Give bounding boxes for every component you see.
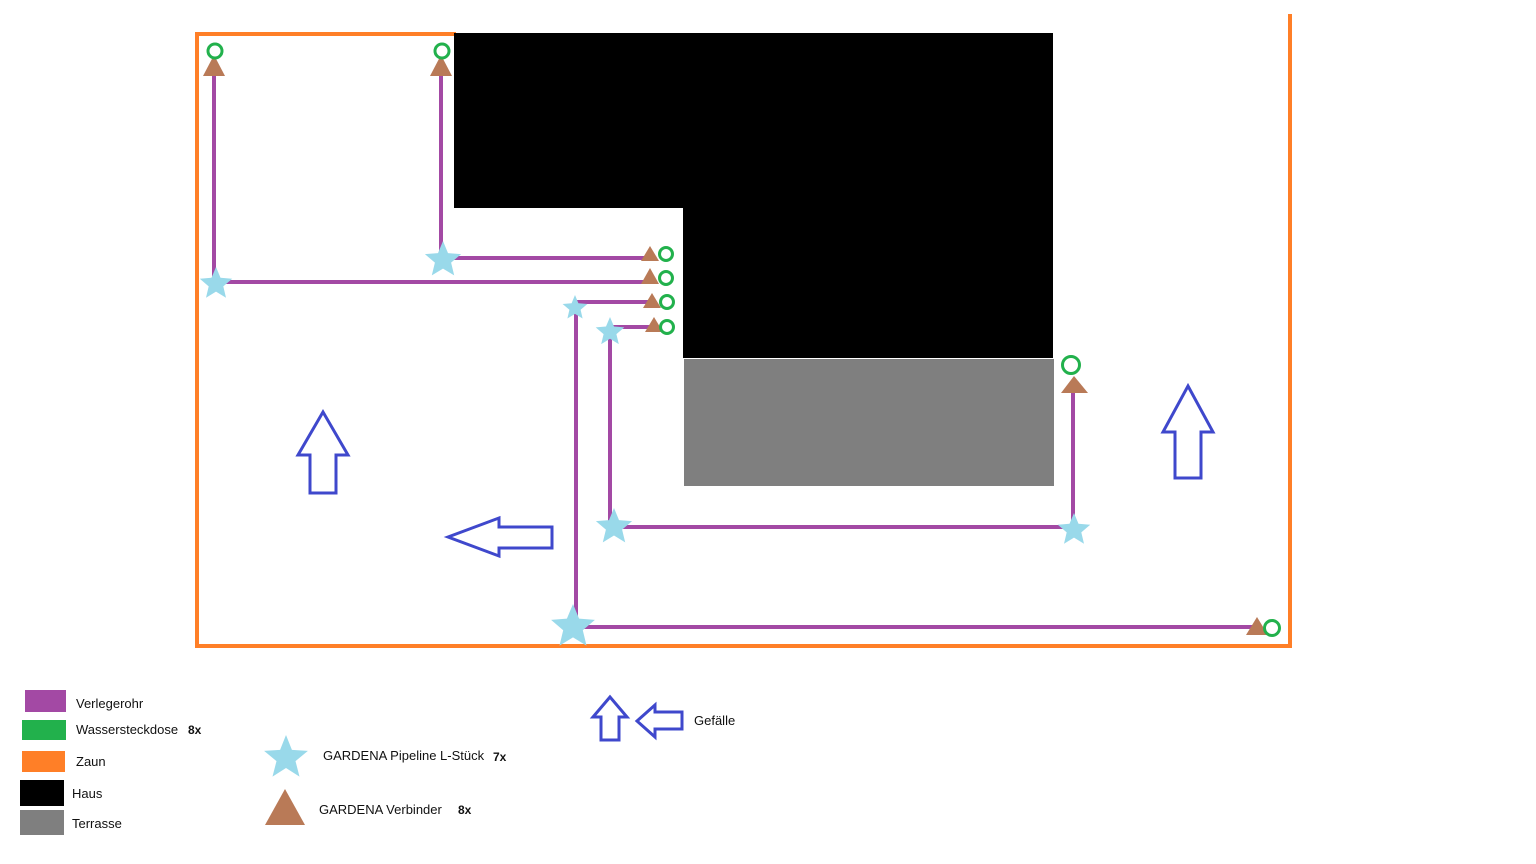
connectors xyxy=(203,55,1268,635)
legend-lpiece-count: 7x xyxy=(493,750,507,764)
star-icon xyxy=(1057,513,1091,544)
circle-ring-icon xyxy=(658,246,674,262)
legend-triangle-icon xyxy=(265,789,305,825)
fence xyxy=(195,14,1292,648)
legend-pipe-swatch xyxy=(25,690,66,712)
legend-connector-label: GARDENA Verbinder xyxy=(319,802,442,817)
star-icon xyxy=(199,267,233,298)
arrow-up-icon xyxy=(295,409,351,495)
circle-ring-icon xyxy=(433,42,451,60)
circle-ring-icon xyxy=(1061,355,1081,375)
legend-arrow-up-icon xyxy=(589,694,631,742)
slope-arrows xyxy=(295,382,1216,559)
star-icon xyxy=(562,295,588,319)
star-icon xyxy=(551,604,595,646)
circle-ring-icon xyxy=(658,270,674,286)
legend-socket-swatch xyxy=(22,720,66,740)
sockets xyxy=(206,42,1281,637)
legend-house-swatch xyxy=(20,780,64,806)
legend-house-label: Haus xyxy=(72,786,103,801)
arrow-left-icon xyxy=(443,515,554,559)
triangle-icon xyxy=(430,55,452,76)
triangle-icon xyxy=(643,293,661,308)
legend-socket-count: 8x xyxy=(188,723,202,737)
triangle-icon xyxy=(1246,617,1268,635)
terrace xyxy=(684,359,1054,486)
house xyxy=(454,33,1053,358)
triangle-icon xyxy=(641,246,659,261)
triangle-icon xyxy=(645,317,663,332)
triangle-icon xyxy=(1061,376,1088,393)
triangle-icon xyxy=(203,55,225,76)
legend-connector-count: 8x xyxy=(458,803,472,817)
legend-slope-label: Gefälle xyxy=(694,713,736,728)
legend-fence-label: Zaun xyxy=(76,754,106,769)
circle-ring-icon xyxy=(659,319,675,335)
star-icon xyxy=(424,241,462,276)
legend-arrow-left-icon xyxy=(634,701,684,741)
legend-lpiece-label: GARDENA Pipeline L-Stück xyxy=(323,748,485,763)
pipe-line-3 xyxy=(574,300,1255,629)
arrow-up-icon xyxy=(1160,382,1216,480)
star-icon xyxy=(264,735,308,777)
circle-ring-icon xyxy=(659,294,675,310)
legend-fence-swatch xyxy=(22,751,65,772)
star-icon xyxy=(595,317,625,345)
legend-terrace-label: Terrasse xyxy=(72,816,122,831)
legend-terrace-swatch xyxy=(20,810,64,835)
legend-star-icon xyxy=(264,735,308,777)
triangle-icon xyxy=(641,268,659,284)
legend-swatches xyxy=(20,690,684,835)
star-icon xyxy=(595,508,633,543)
legend-pipe-label: Verlegerohr xyxy=(76,696,144,711)
circle-ring-icon xyxy=(1263,619,1281,637)
legend-socket-label: Wassersteckdose xyxy=(76,722,179,737)
circle-ring-icon xyxy=(206,42,224,60)
l-pieces xyxy=(199,241,1091,646)
